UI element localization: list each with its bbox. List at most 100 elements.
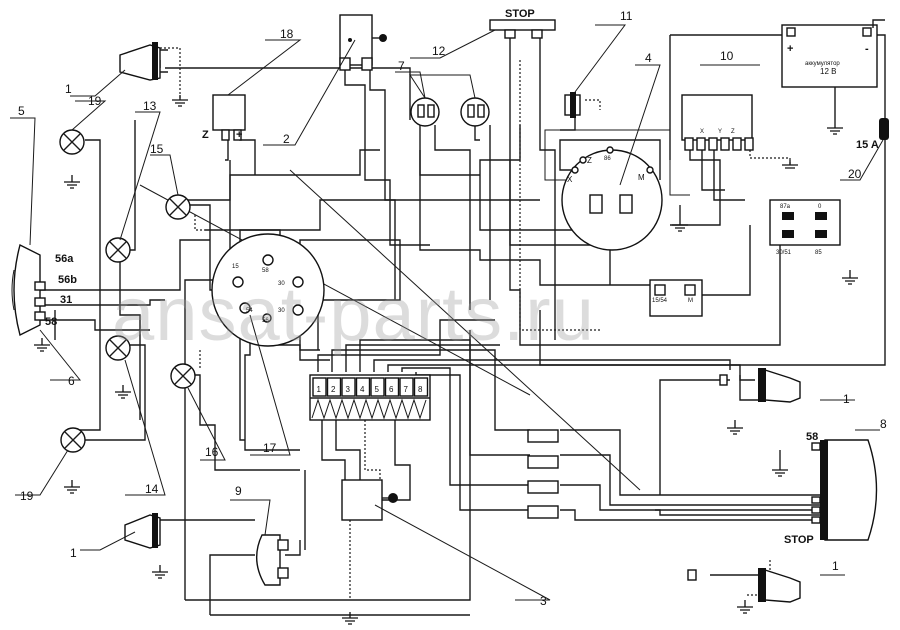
mag-z-label: Z bbox=[587, 156, 592, 165]
battery-minus-label: - bbox=[865, 43, 869, 55]
mag-x-label: X bbox=[567, 175, 573, 184]
battery-name-label: аккумулятор bbox=[805, 61, 840, 67]
brake-switch-icon bbox=[124, 513, 161, 549]
terminal-cell bbox=[326, 377, 342, 397]
callout-16: 16 bbox=[205, 445, 219, 459]
terminal-label: 7 bbox=[404, 385, 409, 394]
regulator-y-label: Y bbox=[718, 129, 722, 135]
watermark: ansat-parts.ru bbox=[112, 272, 595, 357]
callout-11: 11 bbox=[620, 9, 633, 23]
voltage-regulator-icon: X Y Z bbox=[681, 94, 754, 151]
ignition-coil-icon: 15/54 M bbox=[649, 279, 703, 317]
switch-54-label: 54 bbox=[246, 308, 253, 314]
fuse-rating-label: 15 A bbox=[856, 139, 879, 151]
magneto-icon: X Z 86 M bbox=[561, 146, 663, 251]
relay-icon: 87a 0 30/51 85 bbox=[769, 199, 841, 256]
headlight-icon: 56a 56b 31 58 bbox=[11, 243, 77, 337]
horn-icon bbox=[460, 97, 490, 127]
ground-icon bbox=[342, 612, 358, 625]
terminal-label: 5 bbox=[375, 385, 380, 394]
callout-6: 6 bbox=[68, 374, 75, 388]
connector-icon bbox=[527, 505, 559, 519]
ground-icon bbox=[672, 205, 688, 232]
headlight-56b-label: 56b bbox=[58, 274, 77, 286]
switch-56-label: 56 bbox=[262, 318, 269, 324]
battery-plus-label: + bbox=[787, 43, 793, 55]
callout-1: 1 bbox=[843, 392, 850, 406]
fuse-icon: 15 A bbox=[856, 118, 889, 151]
callout-9: 9 bbox=[235, 484, 242, 498]
stop-top-label: STOP bbox=[505, 8, 535, 20]
ground-icon bbox=[737, 600, 753, 614]
gen-plus-label: + bbox=[236, 129, 242, 141]
ground-icon bbox=[727, 420, 743, 435]
callout-17: 17 bbox=[263, 441, 277, 455]
brake-switch-icon bbox=[119, 42, 168, 81]
callout-5: 5 bbox=[18, 104, 25, 118]
callout-19: 19 bbox=[88, 94, 102, 108]
terminal-label: 3 bbox=[346, 385, 351, 394]
speedo-stop-label: STOP bbox=[784, 534, 814, 546]
stop-switch-icon: STOP bbox=[489, 8, 556, 39]
ignition-switch-icon bbox=[339, 14, 387, 71]
ground-icon bbox=[782, 160, 798, 169]
headlight-58-label: 58 bbox=[45, 316, 57, 328]
callout-1: 1 bbox=[70, 546, 77, 560]
terminal-cell bbox=[413, 377, 429, 397]
lamp-icon bbox=[105, 237, 131, 263]
callout-19: 19 bbox=[20, 489, 34, 503]
lamp-icon bbox=[59, 129, 85, 155]
speedo-58-label: 58 bbox=[806, 431, 818, 443]
gen-z-label: Z bbox=[202, 129, 209, 141]
neutral-switch-icon bbox=[564, 92, 581, 118]
connector-icon bbox=[527, 429, 559, 443]
ground-icon bbox=[34, 338, 50, 352]
terminal-cell bbox=[384, 377, 400, 397]
terminal-cell bbox=[341, 377, 356, 397]
regulator-x-label: X bbox=[700, 129, 704, 135]
switch-15-label: 15 bbox=[232, 264, 239, 270]
mag-86-label: 86 bbox=[604, 156, 611, 162]
coil-15-54-label: 15/54 bbox=[652, 298, 668, 304]
lamp-icon bbox=[60, 427, 86, 453]
callout-18: 18 bbox=[280, 27, 294, 41]
ground-icon bbox=[64, 480, 80, 494]
ground-icon bbox=[115, 385, 131, 399]
callout-13: 13 bbox=[143, 99, 157, 113]
callout-2: 2 bbox=[283, 132, 290, 146]
ground-icon bbox=[827, 120, 843, 135]
terminal-cell bbox=[399, 377, 414, 397]
battery-voltage-label: 12 В bbox=[820, 67, 836, 76]
callout-8: 8 bbox=[880, 417, 887, 431]
switch-58-label: 58 bbox=[262, 268, 269, 274]
relay-85-label: 85 bbox=[815, 250, 822, 256]
light-switch-icon: 15 58 30 30 54 56 bbox=[211, 233, 325, 347]
terminal-cell bbox=[370, 377, 385, 397]
relay-87a-label: 87a bbox=[780, 204, 791, 210]
headlight-31-label: 31 bbox=[60, 294, 72, 306]
callout-20: 20 bbox=[848, 167, 862, 181]
terminal-label: 2 bbox=[331, 385, 336, 394]
ground-icon bbox=[172, 95, 188, 107]
battery-icon: + - аккумулятор 12 В bbox=[781, 24, 878, 88]
terminal-cell bbox=[312, 377, 327, 397]
ground-icon bbox=[64, 175, 80, 189]
wires bbox=[35, 34, 886, 616]
callout-7: 7 bbox=[398, 59, 405, 73]
turn-relay-icon bbox=[341, 479, 398, 521]
lamp-icon bbox=[105, 335, 131, 361]
brake-switch-icon bbox=[687, 568, 801, 603]
terminal-label: 6 bbox=[389, 385, 394, 394]
speedometer-icon: 58 STOP bbox=[784, 431, 878, 546]
terminal-label: 8 bbox=[418, 385, 423, 394]
connector-icon bbox=[527, 480, 559, 494]
relay-30-51-label: 30/51 bbox=[776, 250, 792, 256]
mag-m-label: M bbox=[638, 173, 645, 182]
terminal-label: 1 bbox=[317, 385, 322, 394]
coil-m-label: M bbox=[688, 298, 693, 304]
switch-30a-label: 30 bbox=[278, 281, 285, 287]
switch-30b-label: 30 bbox=[278, 308, 285, 314]
